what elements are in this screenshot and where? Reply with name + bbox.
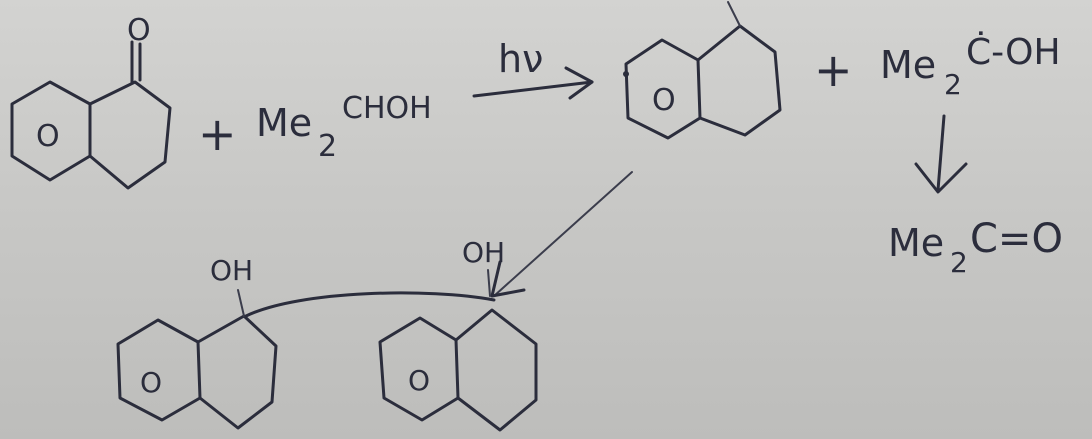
- acetone-me: Me: [888, 221, 944, 265]
- acetone-c-o: C=O: [970, 216, 1063, 262]
- dimer-left-ring-label: O: [140, 366, 162, 399]
- arrow-head: [564, 66, 594, 100]
- radical-saturated-ring: [696, 24, 782, 137]
- dimer-coupling-bond: [244, 291, 496, 318]
- dimer-arrow-shaft: [493, 171, 633, 297]
- dimer-left-unit: O OH: [116, 254, 278, 430]
- ketyl-c-oh: Ċ-OH: [966, 31, 1061, 73]
- radical-ring-label: O: [652, 83, 676, 118]
- isopropanol-me: Me: [256, 101, 312, 145]
- isopropanol-chohe: CHOH: [342, 91, 432, 126]
- reactant-ring-label: O: [36, 119, 60, 154]
- radical-intermediate: O: [623, 1, 782, 140]
- arrow-shaft: [472, 80, 594, 98]
- isopropanol-subscript: 2: [318, 129, 337, 164]
- light-symbol: hν: [498, 37, 543, 81]
- acetone-label: Me 2 C=O: [888, 216, 1063, 279]
- plus-sign-1: +: [198, 107, 237, 161]
- down-arrow-shaft: [936, 114, 946, 192]
- photolysis-arrow: hν: [472, 37, 594, 100]
- ketyl-subscript: 2: [944, 68, 962, 101]
- ketyl-radical-label: Me 2 Ċ-OH: [880, 31, 1061, 101]
- plus-sign-2: +: [814, 43, 853, 97]
- dimer-right-oh: OH: [462, 236, 505, 269]
- radical-top-stub: [727, 1, 741, 27]
- dimer-left-oh-bond: [237, 289, 245, 317]
- carbonyl-oxygen: O: [127, 13, 151, 48]
- dimerization-arrow: [490, 171, 633, 298]
- dimer-right-unit: O OH: [378, 236, 538, 432]
- dimer-right-ring-label: O: [408, 364, 430, 397]
- oxidation-arrow: [914, 114, 968, 194]
- dimer-left-saturated-ring: [196, 314, 278, 430]
- radical-dot: [623, 71, 629, 77]
- isopropanol-label: Me 2 CHOH: [256, 91, 432, 164]
- dimer-right-saturated-ring: [454, 308, 538, 432]
- acetone-subscript: 2: [950, 246, 968, 279]
- reactant-tetralone: O O: [10, 13, 172, 190]
- ketyl-me: Me: [880, 43, 936, 87]
- down-arrow-head: [914, 162, 968, 194]
- dimer-left-oh: OH: [210, 254, 253, 287]
- dimer-arrow-head: [490, 260, 526, 298]
- reactant-saturated-ring: [88, 80, 172, 190]
- dimer-right-oh-bond: [487, 269, 491, 297]
